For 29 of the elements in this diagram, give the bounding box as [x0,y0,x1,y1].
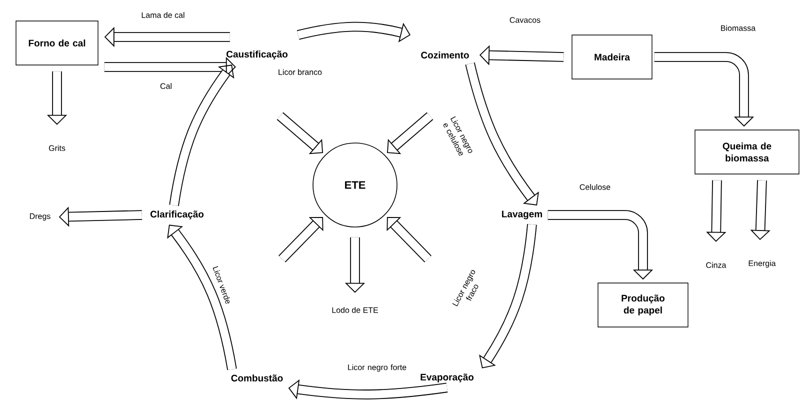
edge-label: Cavacos [508,16,542,24]
edge-label: Licor negro forte [346,363,408,373]
process-box: Produção de papel [598,282,688,328]
edge-label: Biomassa [719,24,757,32]
edge-label: Licor negro fraco [449,264,487,316]
block-arrow [479,224,537,368]
output-label: Lodo de ETE [332,307,378,313]
process-step-label: Clarificação [150,210,204,220]
process-step-label: Combustão [231,374,283,382]
block-arrow [386,216,432,262]
process-box: Madeira [572,34,652,80]
edge-label: Licor branco [277,68,324,76]
process-step-label: Caustificação [226,50,288,60]
output-label: Grits [48,145,66,151]
process-box: Queima de biomassa [694,130,800,174]
block-arrow [169,64,234,206]
edge-label: Cal [159,82,174,90]
process-box: Forno de cal [16,20,98,66]
process-step-label: Lavagem [502,210,542,220]
edge-label: Licor verde [211,264,233,306]
block-arrow [167,224,237,370]
output-label: Energia [748,260,776,268]
output-label: Dregs [30,213,50,221]
edge-label: Lama de cal [140,11,186,19]
block-arrow [278,216,324,262]
process-step-label: Evaporação [420,374,474,382]
edge-label: Celulose [578,183,612,191]
output-label: Cinza [706,262,726,268]
process-step-label: Cozimento [421,52,469,58]
